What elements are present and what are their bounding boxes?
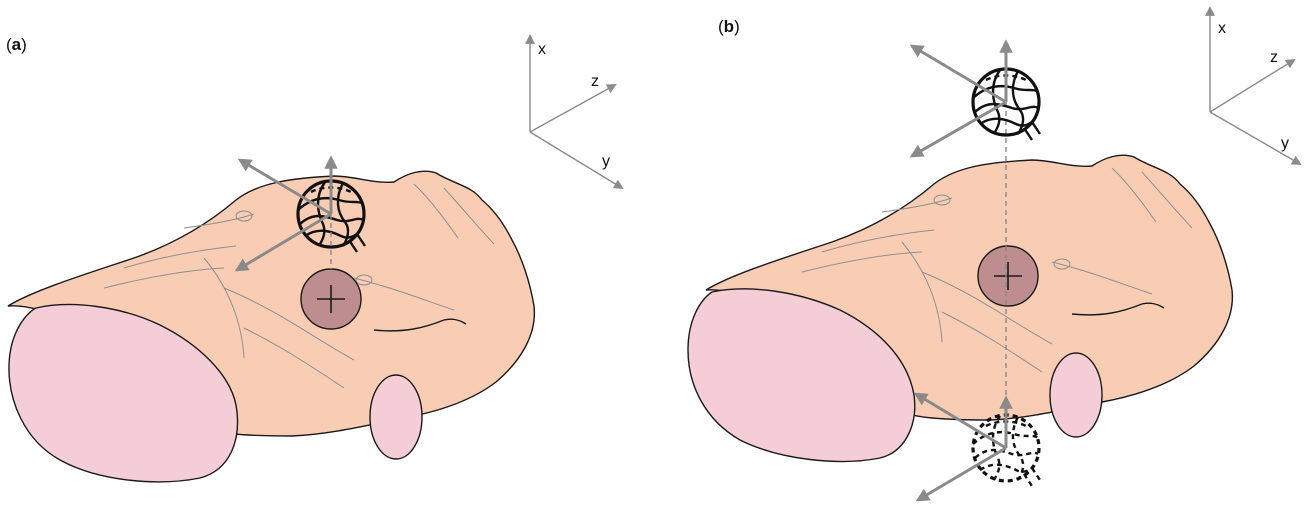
target-marker-a — [301, 269, 361, 329]
axis-label-x-a: x — [538, 41, 546, 58]
axis-label-x-b: x — [1218, 20, 1226, 37]
axis-label-y-a: y — [602, 153, 610, 170]
panel-b: (b) x z y — [688, 8, 1300, 500]
panel-a: (a) x z y — [6, 35, 622, 482]
axis-label-z-b: z — [1270, 49, 1278, 66]
arm-cut-b — [1050, 353, 1102, 437]
axis-triad-b: x z y — [1210, 8, 1300, 164]
panel-a-label: (a) — [6, 35, 27, 54]
coil-axes-b-top — [912, 42, 1006, 156]
panel-b-label: (b) — [718, 17, 740, 36]
axis-label-y-b: y — [1281, 135, 1289, 152]
target-marker-b — [978, 246, 1038, 306]
axis-label-z-a: z — [591, 73, 599, 90]
arm-cut-a — [370, 375, 422, 459]
axis-triad-a: x z y — [530, 36, 622, 188]
